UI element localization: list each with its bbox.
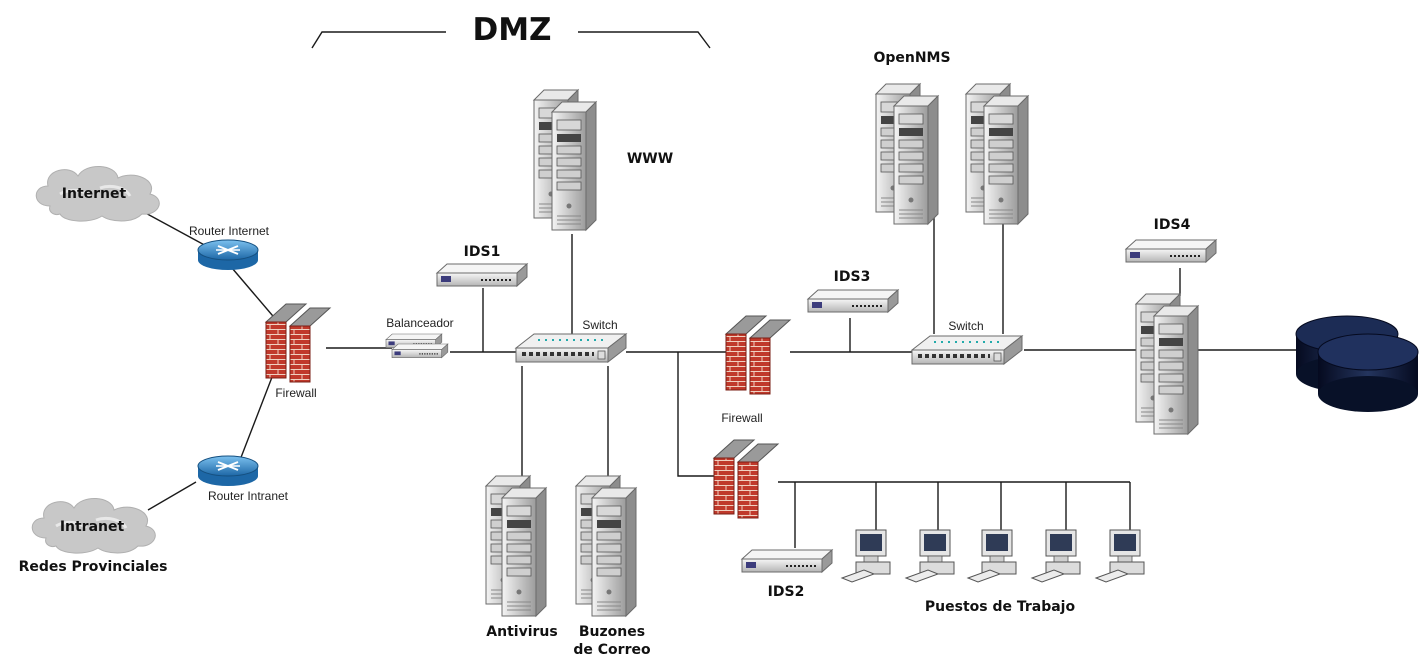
firewall-main: Firewall bbox=[265, 303, 331, 400]
switch-dmz-label: Switch bbox=[582, 318, 617, 332]
workstation-icon bbox=[1095, 529, 1145, 583]
firewall-icon bbox=[265, 303, 331, 383]
server-icon bbox=[893, 95, 939, 225]
www-label: WWW bbox=[627, 151, 673, 167]
database-icon bbox=[1295, 315, 1419, 412]
intranet-label: Intranet bbox=[60, 519, 125, 535]
server-icon bbox=[983, 95, 1029, 225]
router-intranet-label: Router Intranet bbox=[208, 489, 289, 503]
mail-label-line2: de Correo bbox=[573, 642, 651, 657]
mail-label-line1: Buzones bbox=[579, 624, 645, 640]
balancer-icon bbox=[385, 333, 449, 359]
ids-icon bbox=[436, 263, 528, 287]
ids1-label: IDS1 bbox=[464, 244, 501, 260]
ids3-label: IDS3 bbox=[834, 269, 871, 285]
router-internet-label: Router Internet bbox=[189, 224, 270, 238]
mail-servers: Buzones de Correo bbox=[573, 475, 651, 657]
ids3: IDS3 bbox=[807, 269, 899, 313]
dmz-bracket: DMZ bbox=[311, 12, 711, 49]
switch-icon bbox=[910, 334, 1024, 366]
workstation-icon bbox=[967, 529, 1017, 583]
dmz-label: DMZ bbox=[472, 12, 551, 48]
server-icon bbox=[1153, 305, 1199, 435]
antivirus-label: Antivirus bbox=[486, 624, 557, 640]
server-icon bbox=[501, 487, 547, 617]
workstation-icon bbox=[1031, 529, 1081, 583]
firewall-main-label: Firewall bbox=[275, 386, 316, 400]
opennms-label: OpenNMS bbox=[873, 50, 950, 66]
workstations-label: Puestos de Trabajo bbox=[925, 599, 1076, 615]
internet-cloud: Internet bbox=[34, 164, 161, 223]
ids-icon bbox=[741, 549, 833, 573]
workstations: Puestos de Trabajo bbox=[841, 529, 1145, 615]
router-internet: Router Internet bbox=[189, 224, 270, 271]
workstation-icon bbox=[841, 529, 891, 583]
firewall-icon bbox=[725, 315, 791, 395]
internet-label: Internet bbox=[62, 186, 127, 202]
firewall-internal-label: Firewall bbox=[721, 411, 762, 425]
opennms-servers: OpenNMS bbox=[873, 50, 1029, 225]
router-intranet: Router Intranet bbox=[197, 455, 289, 503]
router-icon bbox=[197, 239, 259, 271]
intranet-cloud: Intranet bbox=[30, 496, 157, 555]
connection-lines bbox=[139, 209, 1300, 548]
ids2: IDS2 bbox=[741, 549, 833, 600]
ids-icon bbox=[1125, 239, 1217, 263]
switch-dmz: Switch bbox=[514, 318, 628, 364]
ids4: IDS4 bbox=[1125, 217, 1217, 263]
antivirus-servers: Antivirus bbox=[485, 475, 558, 640]
firewall-workstations bbox=[713, 439, 779, 519]
ids1: IDS1 bbox=[436, 244, 528, 287]
switch-internal-label: Switch bbox=[948, 319, 983, 333]
server-icon bbox=[591, 487, 637, 617]
storage-disks bbox=[1295, 315, 1419, 412]
www-servers: WWW bbox=[533, 89, 673, 231]
redes-provinciales-label: Redes Provinciales bbox=[19, 559, 168, 575]
switch-icon bbox=[514, 332, 628, 364]
balancer-label: Balanceador bbox=[386, 316, 453, 330]
firewall-icon bbox=[713, 439, 779, 519]
ids2-label: IDS2 bbox=[768, 584, 805, 600]
load-balancer: Balanceador bbox=[385, 316, 454, 359]
workstation-icon bbox=[905, 529, 955, 583]
server-icon bbox=[551, 101, 597, 231]
ids-icon bbox=[807, 289, 899, 313]
ids4-label: IDS4 bbox=[1154, 217, 1191, 233]
firewall-internal: Firewall bbox=[721, 315, 791, 425]
backend-servers bbox=[1135, 293, 1199, 435]
switch-internal: Switch bbox=[910, 319, 1024, 366]
router-icon bbox=[197, 455, 259, 487]
